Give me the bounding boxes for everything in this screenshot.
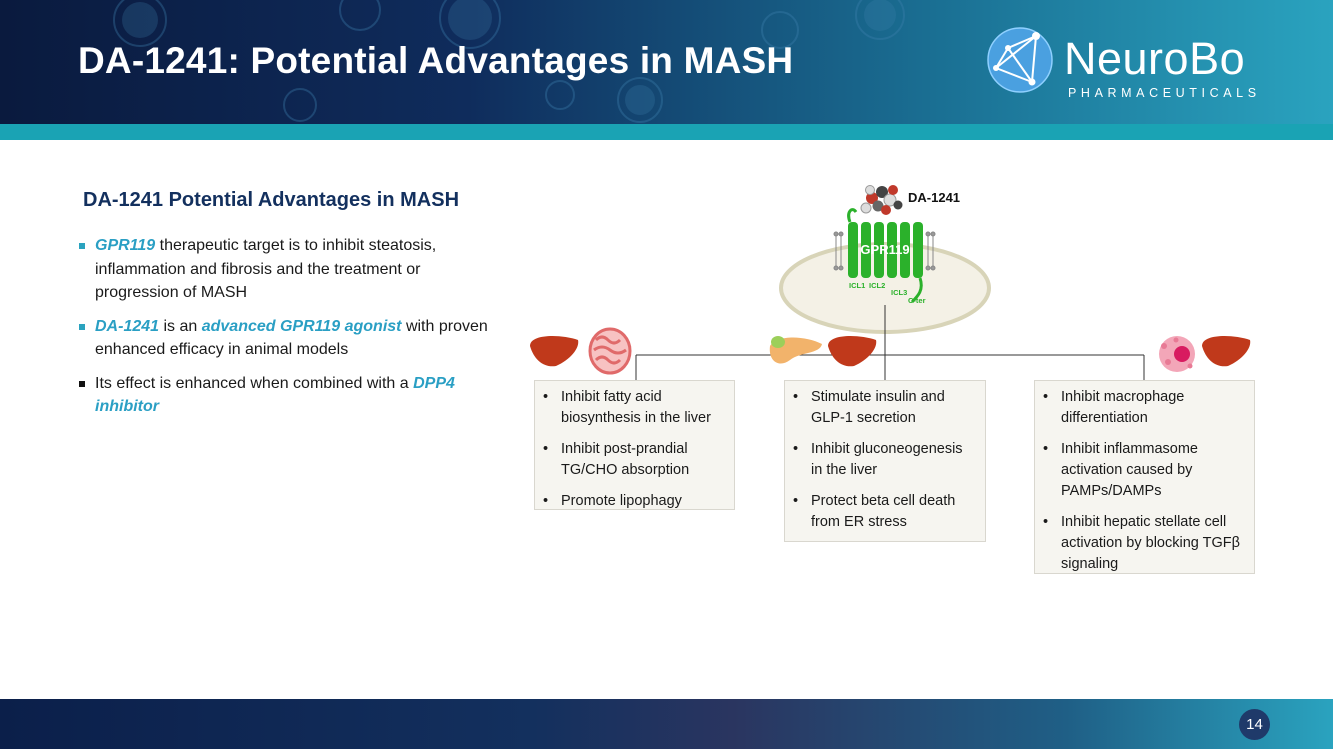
bullet-square-icon: [79, 380, 85, 387]
section-title: DA-1241 Potential Advantages in MASH: [83, 189, 460, 211]
footer-band: [0, 699, 1333, 749]
header-banner: DA-1241: Potential Advantages in MASH Ne…: [0, 0, 1333, 124]
loop-label: C-ter: [908, 296, 926, 305]
list-item: DA-1241 is an advanced GPR119 agonist wi…: [78, 315, 508, 362]
lipid-bilayer: [833, 231, 936, 271]
list-item: Stimulate insulin and GLP-1 secretion: [791, 387, 977, 429]
logo-wordmark: NeuroBo: [1064, 33, 1246, 84]
highlight-term: DPP4 inhibitor: [95, 374, 455, 416]
intestine-icon: [588, 327, 632, 375]
drug-label: DA-1241: [908, 190, 961, 205]
gpr119-receptor-icon: [847, 208, 923, 304]
list-item: Inhibit gluconeogenesis in the liver: [791, 439, 977, 481]
liver-icon: [1202, 336, 1251, 367]
neurobo-logo-icon: [987, 27, 1053, 93]
highlight-term: advanced GPR119 agonist: [201, 317, 402, 335]
bullet-text: therapeutic target is to inhibit steatos…: [95, 237, 437, 301]
liver-icon: [828, 336, 877, 367]
effect-box-metabolic: Stimulate insulin and GLP-1 secretion In…: [784, 380, 986, 542]
list-item: GPR119 therapeutic target is to inhibit …: [78, 234, 508, 305]
bullet-square-icon: [79, 243, 85, 249]
highlight-term: DA-1241: [95, 317, 160, 335]
effect-box-lipid: Inhibit fatty acid biosynthesis in the l…: [534, 380, 735, 512]
bullet-square-icon: [79, 323, 85, 330]
macrophage-cell-icon: [1159, 336, 1195, 372]
list-item: Inhibit fatty acid biosynthesis in the l…: [541, 387, 726, 429]
bullet-text: is an: [159, 317, 202, 335]
list-item: Its effect is enhanced when combined wit…: [78, 372, 508, 419]
molecule-icon: [860, 185, 903, 215]
connector-lines: [635, 305, 1145, 380]
list-item: Promote lipophagy: [541, 491, 726, 512]
bullet-text: Its effect is enhanced when combined wit…: [95, 374, 414, 392]
header-accent-band: [0, 124, 1333, 140]
list-item: Inhibit inflammasome activation caused b…: [1041, 439, 1246, 502]
liver-icon: [530, 336, 579, 367]
mechanism-diagram: GPR119 ICL1 ICL2 ICL3 C-ter: [530, 185, 1251, 380]
page-number: 14: [1239, 709, 1270, 740]
slide-title: DA-1241: Potential Advantages in MASH: [78, 40, 794, 81]
effect-box-inflammation: Inhibit macrophage differentiation Inhib…: [1034, 380, 1255, 574]
loop-label: ICL3: [891, 288, 907, 297]
loop-label: ICL2: [869, 281, 885, 290]
list-item: Inhibit macrophage differentiation: [1041, 387, 1246, 429]
advantages-list: GPR119 therapeutic target is to inhibit …: [78, 234, 508, 429]
list-item: Inhibit hepatic stellate cell activation…: [1041, 512, 1246, 575]
logo-subtitle: PHARMACEUTICALS: [1068, 86, 1261, 100]
loop-label: ICL1: [849, 281, 865, 290]
bullet-text: with proven enhanced efficacy in animal …: [95, 317, 488, 359]
list-item: Inhibit post-prandial TG/CHO absorption: [541, 439, 726, 481]
receptor-label: GPR119: [860, 242, 909, 257]
highlight-term: GPR119: [95, 237, 156, 254]
pancreas-icon: [769, 336, 822, 364]
list-item: Protect beta cell death from ER stress: [791, 491, 977, 533]
virus-background-art: [113, 0, 905, 123]
